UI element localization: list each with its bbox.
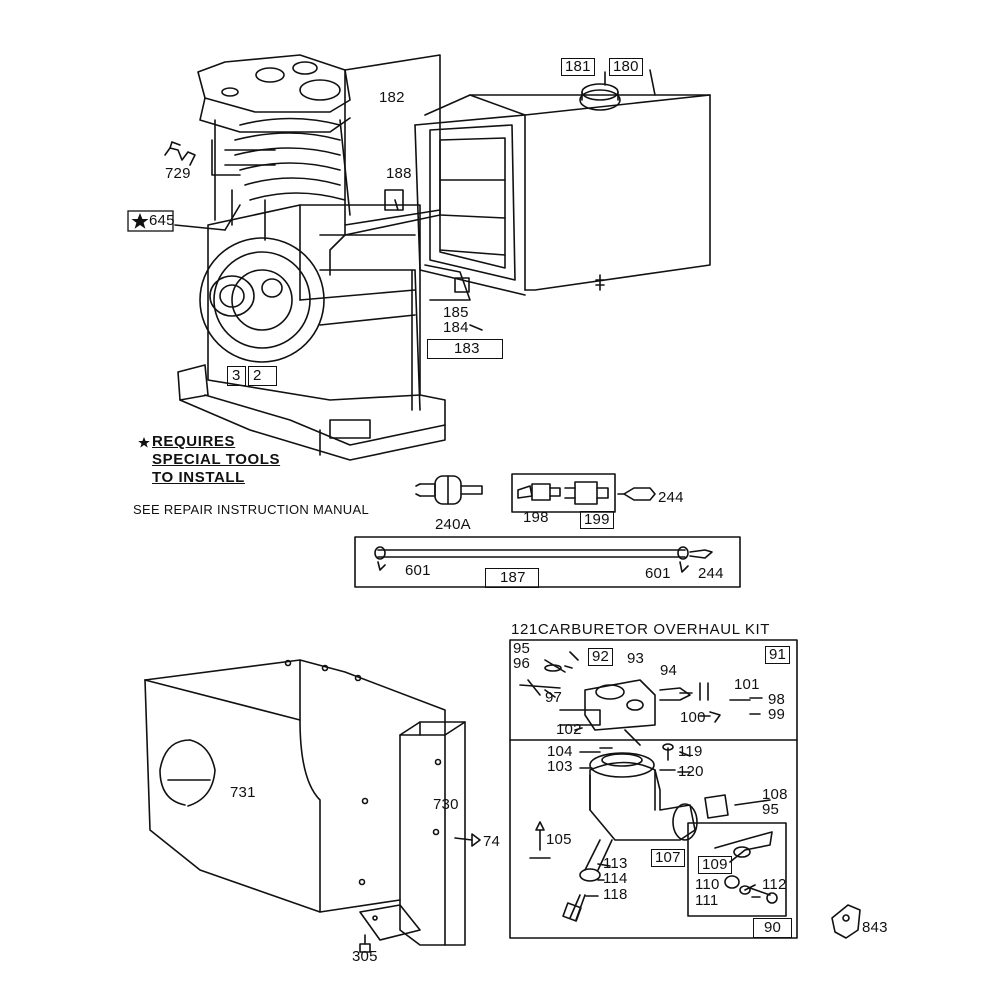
part-label-99: 99 bbox=[768, 706, 786, 723]
part-label-109: 109 bbox=[698, 856, 732, 874]
part-label-184: 184 bbox=[443, 319, 469, 336]
part-label-112: 112 bbox=[762, 876, 787, 893]
blower-housing bbox=[144, 659, 481, 953]
fuel-tank bbox=[414, 83, 711, 301]
part-label-3: 3 bbox=[227, 366, 246, 386]
part-label-645: 645 bbox=[149, 212, 175, 229]
star-icon bbox=[131, 213, 149, 229]
part-label-244b: 244 bbox=[698, 565, 724, 582]
part-label-90: 90 bbox=[753, 918, 793, 938]
part-label-91: 91 bbox=[765, 646, 791, 664]
part-label-111: 111 bbox=[695, 892, 719, 909]
part-box-645 bbox=[127, 210, 174, 232]
part-label-102: 102 bbox=[556, 721, 582, 738]
part-label-199: 199 bbox=[580, 511, 614, 529]
part-label-182: 182 bbox=[379, 89, 405, 106]
part-label-244a: 244 bbox=[658, 489, 684, 506]
clip-729 bbox=[164, 141, 196, 166]
carburetor-body bbox=[529, 743, 778, 922]
carb-kit-title: 121CARBURETOR OVERHAUL KIT bbox=[511, 621, 770, 638]
part-label-843: 843 bbox=[862, 919, 888, 936]
carb-kit-name: CARBURETOR OVERHAUL KIT bbox=[537, 621, 770, 638]
part-label-92: 92 bbox=[588, 648, 614, 666]
fuel-filter-240a bbox=[415, 475, 483, 505]
shroud-panel bbox=[329, 54, 441, 276]
part-label-120: 120 bbox=[678, 763, 704, 780]
part-label-240a: 240A bbox=[435, 516, 471, 533]
part-label-97: 97 bbox=[545, 689, 563, 706]
kit-box-outline bbox=[509, 739, 798, 939]
part-label-113: 113 bbox=[603, 855, 628, 872]
part-label-188: 188 bbox=[386, 165, 412, 182]
part-label-305: 305 bbox=[352, 948, 378, 965]
fuel-line-box bbox=[354, 536, 741, 588]
carburetor-top bbox=[519, 659, 751, 746]
part-label-98: 98 bbox=[768, 691, 786, 708]
part-label-108: 108 bbox=[762, 786, 788, 803]
part-label-730: 730 bbox=[433, 796, 459, 813]
part-label-104: 104 bbox=[547, 743, 573, 760]
kit-box-inner bbox=[687, 822, 787, 917]
carb-kit-number: 121 bbox=[511, 621, 538, 638]
tag-843 bbox=[831, 904, 861, 939]
part-label-601b: 601 bbox=[645, 565, 671, 582]
part-label-601a: 601 bbox=[405, 562, 431, 579]
part-label-2: 2 bbox=[248, 366, 277, 386]
part-label-93: 93 bbox=[627, 650, 645, 667]
manual-note: SEE REPAIR INSTRUCTION MANUAL bbox=[133, 502, 369, 517]
fitting-199 bbox=[564, 481, 609, 505]
engine-block bbox=[177, 54, 446, 461]
part-label-119: 119 bbox=[678, 743, 703, 760]
part-label-105: 105 bbox=[546, 831, 572, 848]
part-label-198: 198 bbox=[523, 509, 549, 526]
part-label-95b: 95 bbox=[762, 801, 780, 818]
part-label-187: 187 bbox=[485, 568, 539, 588]
fittings-box bbox=[511, 473, 616, 513]
part-label-114: 114 bbox=[603, 870, 628, 887]
fuel-line-187 bbox=[374, 546, 713, 573]
part-label-96: 96 bbox=[513, 655, 531, 672]
kit-box-top bbox=[509, 639, 798, 741]
note-line-2: SPECIAL TOOLS bbox=[152, 451, 281, 468]
part-label-729: 729 bbox=[165, 165, 191, 182]
part-label-74: 74 bbox=[483, 833, 501, 850]
part-label-95: 95 bbox=[513, 640, 531, 657]
star-icon bbox=[138, 437, 150, 448]
note-line-3: TO INSTALL bbox=[152, 469, 245, 486]
part-label-103: 103 bbox=[547, 758, 573, 775]
part-label-94: 94 bbox=[660, 662, 678, 679]
part-label-731: 731 bbox=[230, 784, 256, 801]
note-line-1: REQUIRES bbox=[152, 433, 236, 450]
part-label-181: 181 bbox=[561, 58, 595, 76]
part-label-180: 180 bbox=[609, 58, 643, 76]
part-label-107: 107 bbox=[651, 849, 685, 867]
special-tools-note: REQUIRES SPECIAL TOOLS TO INSTALL bbox=[152, 433, 280, 487]
part-label-110: 110 bbox=[695, 876, 720, 893]
part-label-118: 118 bbox=[603, 886, 628, 903]
part-label-185: 185 bbox=[443, 304, 469, 321]
part-label-101: 101 bbox=[734, 676, 760, 693]
fitting-244a bbox=[617, 487, 656, 501]
fitting-198 bbox=[517, 483, 561, 501]
part-label-100: 100 bbox=[680, 709, 706, 726]
part-label-183: 183 bbox=[427, 339, 503, 359]
